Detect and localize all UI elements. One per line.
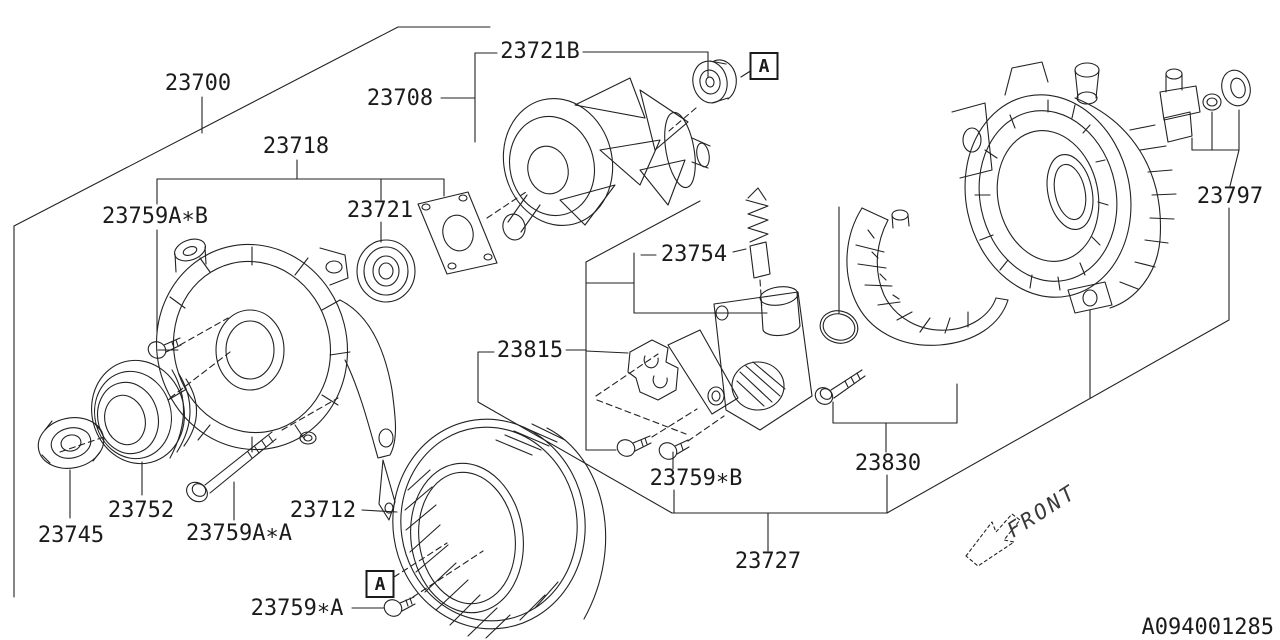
part-label-23708: 23708 bbox=[366, 86, 434, 111]
gasket-plate-drawing bbox=[417, 191, 498, 275]
bolt-23759A-A-drawing bbox=[186, 431, 277, 503]
o-ring-drawing bbox=[819, 310, 859, 344]
part-label-23721B: 23721B bbox=[500, 39, 580, 64]
part-label-23718: 23718 bbox=[262, 134, 330, 159]
terminal-assembly-drawing bbox=[1159, 68, 1251, 143]
detail-marker-a-bottom: A bbox=[365, 570, 395, 598]
dashed-leader-lines bbox=[59, 107, 763, 598]
rectifier-screw-drawing bbox=[814, 369, 866, 405]
screw-23759-A-drawing bbox=[383, 596, 416, 617]
detail-marker-a-top: A bbox=[749, 52, 779, 80]
part-label-23700: 23700 bbox=[164, 71, 232, 96]
screw-23759A-B-drawing bbox=[147, 337, 182, 359]
part-label-23759-A: 23759∗A bbox=[250, 596, 344, 621]
part-label-23754: 23754 bbox=[660, 242, 728, 267]
rear-housing-drawing bbox=[951, 61, 1177, 314]
front-arrow-icon bbox=[965, 513, 1021, 567]
stator-drawing bbox=[392, 418, 607, 639]
brush-spring-drawing bbox=[745, 187, 771, 279]
drawing-number: A094001285 bbox=[1141, 615, 1274, 640]
part-label-23759-B: 23759∗B bbox=[649, 466, 743, 491]
bracket-23727 bbox=[477, 207, 1230, 552]
front-housing-drawing bbox=[155, 238, 396, 521]
rotor-drawing bbox=[502, 77, 711, 241]
part-label-23797: 23797 bbox=[1196, 184, 1264, 209]
part-label-23752: 23752 bbox=[107, 498, 175, 523]
bracket-23830 bbox=[832, 383, 958, 514]
bracket-23815 bbox=[565, 200, 701, 451]
brush-holder-cluster-drawing bbox=[627, 286, 813, 431]
bracket-23754 bbox=[633, 206, 840, 314]
part-label-23727: 23727 bbox=[734, 549, 802, 574]
part-label-23745: 23745 bbox=[37, 523, 105, 548]
bracket-23708-23721B bbox=[440, 51, 753, 143]
pulley-nut-drawing bbox=[37, 417, 105, 469]
part-label-23830: 23830 bbox=[854, 451, 922, 476]
part-label-23721: 23721 bbox=[346, 198, 414, 223]
part-label-23712: 23712 bbox=[289, 498, 357, 523]
part-label-23759A-A: 23759A∗A bbox=[186, 521, 292, 546]
bracket-23718 bbox=[156, 159, 445, 334]
screws-23759-B-drawing bbox=[616, 435, 690, 460]
assembly-bracket-23700 bbox=[13, 26, 491, 598]
bearing-23721-drawing bbox=[356, 239, 416, 303]
part-label-23815: 23815 bbox=[496, 338, 564, 363]
rectifier-drawing bbox=[846, 207, 1009, 346]
rear-bearing-detail-a-drawing bbox=[692, 59, 737, 104]
bracket-23797 bbox=[1191, 109, 1240, 187]
part-label-23759A-B: 23759A∗B bbox=[102, 204, 208, 229]
leader-lines-small-parts bbox=[69, 451, 674, 609]
